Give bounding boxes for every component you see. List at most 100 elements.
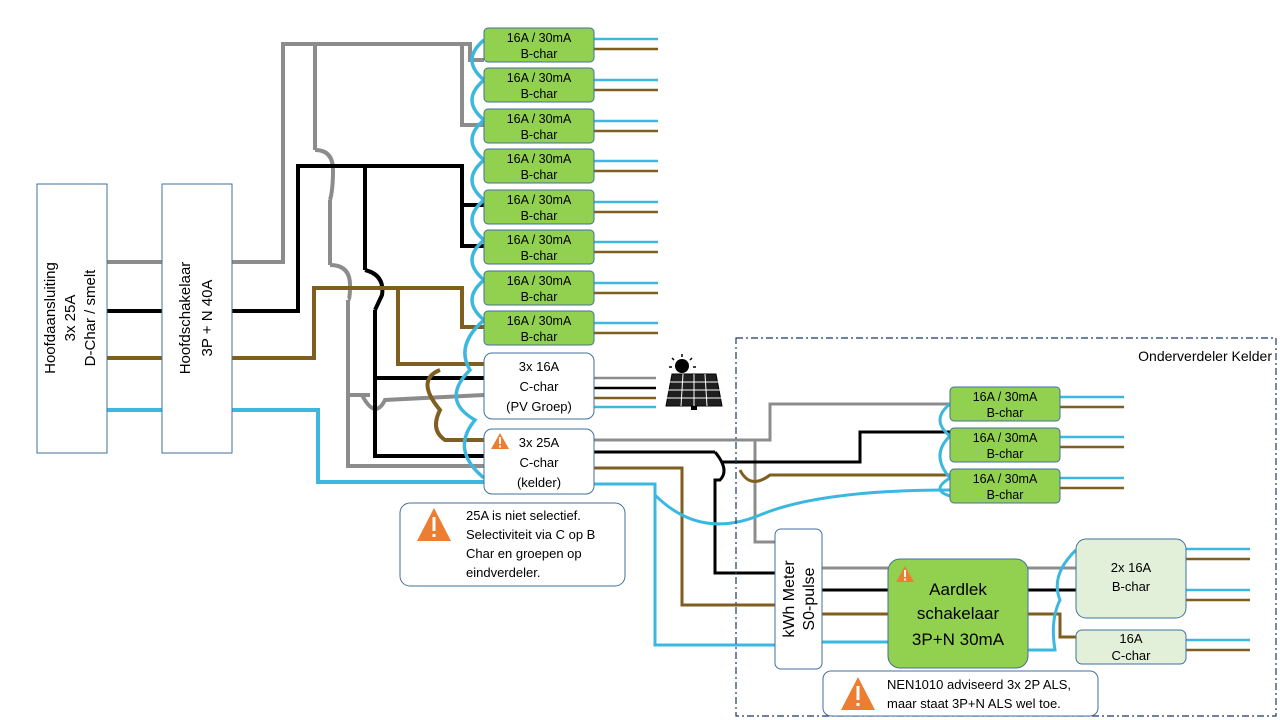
subpanel-outputs [1060,395,1250,652]
mcb-char: B-char [521,330,558,344]
main-connection-box: Hoofdaansluiting 3x 25A D-Char / smelt [36,183,108,454]
wire-black-hop [364,268,385,311]
group-outputs [594,37,658,409]
mcb-char: B-char [987,447,1024,461]
group-2x16-box: 2x 16A B-char [1075,538,1187,619]
solar-panel-icon [665,354,723,410]
main-switch-label-2: 3P + N 40A [199,280,216,357]
pv-group-box: 3x 16A C-char (PV Groep) [483,352,595,420]
warning-triangle-icon [417,508,451,541]
wire-cellar-brown-hop [738,469,950,483]
wire-cellar-black-hop [713,451,775,575]
main-connection-label-3: D-Char / smelt [82,269,99,367]
selectivity-line-4: eindverdeler. [466,565,540,580]
wire-cellar-grey-down [753,440,775,544]
pv-group-rating: 3x 16A [519,359,560,374]
pv-group-name: (PV Groep) [506,399,572,414]
mcb-char: B-char [521,249,558,263]
mcb-rating: 16A / 30mA [973,431,1038,445]
subpanel-group-list: 16A / 30mA B-char 16A / 30mA B-char 16A … [949,386,1061,504]
mcb-rating: 16A / 30mA [507,71,572,85]
rcd-label-1: Aardlek [929,580,987,599]
mcb-char: B-char [987,406,1024,420]
mcb-group: 16A / 30mA B-char [483,67,595,103]
mcb-rating: 16A / 30mA [507,314,572,328]
subpanel-mcb-group: 16A / 30mA B-char [949,386,1061,422]
nen-warning-line-2: maar staat 3P+N ALS wel toe. [887,696,1061,711]
wire-grey-hop3 [360,393,485,411]
rcd-group-wires [1028,548,1078,652]
nen-warning-callout: NEN1010 adviseerd 3x 2P ALS, maar staat … [822,670,1099,717]
wire-grey-hop2 [329,263,353,302]
wire-cellar-grey [594,402,950,442]
selectivity-line-2: Selectiviteit via C op B [466,527,595,542]
mcb-rating: 16A / 30mA [507,274,572,288]
mcb-group-list: 16A / 30mA B-char 16A / 30mA B-char 16A … [483,27,595,346]
wire-black-bus [232,164,484,313]
mcb-char: B-char [521,47,558,61]
wire-grey-hop1 [314,148,336,201]
selectivity-line-1: 25A is niet selectief. [466,508,581,523]
wire-brown-hop [425,368,484,442]
mcb-rating: 16A / 30mA [507,193,572,207]
rcd-label-3: 3P+N 30mA [912,630,1005,649]
group-16c-char: C-char [1111,648,1151,663]
warning-triangle-icon [896,566,914,582]
subpanel-mcb-group: 16A / 30mA B-char [949,427,1061,463]
mcb-group: 16A / 30mA B-char [483,27,595,63]
wires [107,37,1250,652]
main-switch-label-1: Hoofdschakelaar [177,262,194,375]
warning-triangle-icon [841,677,875,710]
mcb-char: B-char [521,168,558,182]
meter-rcd-wires [822,566,888,644]
mcb-group: 16A / 30mA B-char [483,108,595,144]
rcd-label-2: schakelaar [917,604,1000,623]
mcb-rating: 16A / 30mA [507,152,572,166]
mcb-rating: 16A / 30mA [507,112,572,126]
group-16c-rating: 16A [1119,631,1142,646]
wire-blue-bus [232,408,484,484]
mcb-char: B-char [521,290,558,304]
nen-warning-line-1: NEN1010 adviseerd 3x 2P ALS, [887,677,1071,692]
group-16c-box: 16A C-char [1075,629,1187,665]
mcb-rating: 16A / 30mA [973,472,1038,486]
subpanel-mcb-group: 16A / 30mA B-char [949,468,1061,504]
mcb-rating: 16A / 30mA [507,31,572,45]
wire-cellar-black-2 [722,430,950,464]
cellar-group-name: (kelder) [517,475,561,490]
wire-cellar-blue-curve [653,488,951,526]
main-connection-label-1: Hoofdaansluiting [42,262,59,374]
warning-triangle-icon [491,433,509,449]
cellar-group-box: 3x 25A C-char (kelder) [483,428,595,495]
wire-cellar-blue [594,482,775,647]
main-connection-label-2: 3x 25A [62,295,79,342]
main-switch-box: Hoofdschakelaar 3P + N 40A [161,183,233,454]
mcb-rating: 16A / 30mA [973,390,1038,404]
mcb-group: 16A / 30mA B-char [483,270,595,306]
mcb-char: B-char [987,488,1024,502]
wire-brown-bus [232,286,484,360]
group-2x16-char: B-char [1112,579,1151,594]
subpanel-title: Onderverdeler Kelder [1138,348,1272,364]
wire-black-trunk [373,310,484,458]
mcb-group: 16A / 30mA B-char [483,229,595,265]
mcb-rating: 16A / 30mA [507,233,572,247]
wire-subpanel-blue-chain [938,402,953,498]
group-2x16-rating: 2x 16A [1111,560,1152,575]
mcb-group: 16A / 30mA B-char [483,148,595,184]
cellar-group-rating: 3x 25A [519,435,560,450]
selectivity-warning-callout: 25A is niet selectief. Selectiviteit via… [399,502,626,587]
wire-brown-drop [396,288,484,366]
wire-grey-trunk [346,300,484,468]
rcd-box: Aardlek schakelaar 3P+N 30mA [887,558,1029,669]
mcb-char: B-char [521,87,558,101]
kwh-meter-pulse: S0-pulse [801,567,818,630]
mcb-char: B-char [521,128,558,142]
cellar-group-char: C-char [519,455,559,470]
wire-grey-bus [232,42,484,264]
kwh-meter-box: kWh Meter S0-pulse [774,528,823,670]
mcb-group: 16A / 30mA B-char [483,310,595,346]
wire-cellar-brown [594,466,775,607]
selectivity-line-3: Char en groepen op [466,546,582,561]
